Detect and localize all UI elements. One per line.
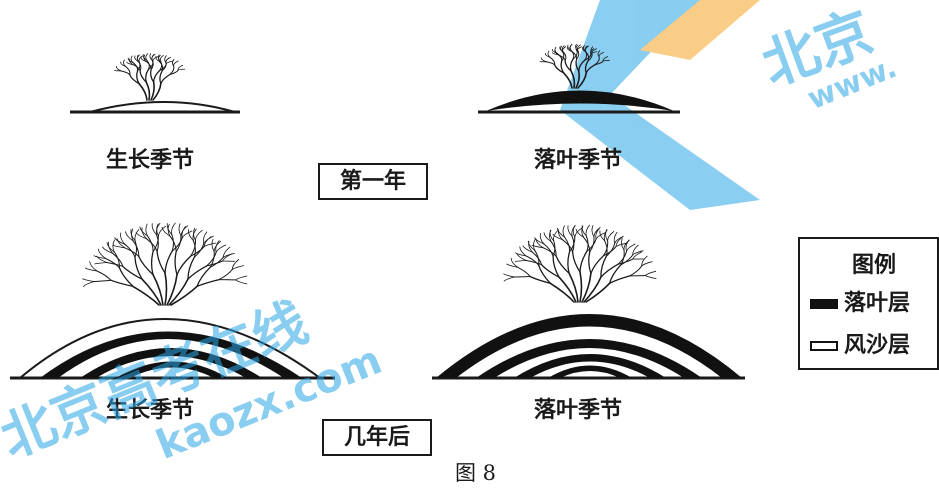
- shrub-year1-growing: [114, 53, 186, 101]
- legend-item-leaf-layer: 落叶层: [810, 285, 910, 317]
- legend-title: 图例: [852, 252, 897, 278]
- sand-layer-swatch: [810, 341, 838, 351]
- figure-caption: 图 8: [455, 461, 497, 485]
- legend-sand-layer-label: 风沙层: [844, 332, 911, 358]
- label-leaf-fall-season-year1: 落叶季节: [534, 147, 623, 173]
- leaf-layer-swatch: [810, 299, 838, 309]
- mound-year1-leaf-fall: [478, 90, 680, 114]
- mound-later-leaf-fall: [432, 314, 745, 380]
- shrub-later-growing: [82, 222, 248, 306]
- legend: 图例 落叶层 风沙层: [798, 237, 939, 370]
- watermark-logo-shape: [560, 0, 760, 210]
- legend-item-sand-layer: 风沙层: [810, 327, 910, 359]
- mound-later-growing: [10, 318, 335, 380]
- label-growing-season-year1: 生长季节: [106, 147, 195, 173]
- label-first-year: 第一年: [318, 163, 428, 200]
- label-years-later: 几年后: [322, 419, 432, 456]
- label-leaf-fall-season-later: 落叶季节: [534, 397, 623, 423]
- shrub-later-leaf-fall: [503, 224, 657, 303]
- shrub-year1-leaf-fall: [539, 43, 610, 89]
- label-growing-season-later: 生长季节: [106, 397, 195, 423]
- legend-leaf-layer-label: 落叶层: [844, 290, 911, 316]
- mound-year1-growing: [70, 101, 240, 114]
